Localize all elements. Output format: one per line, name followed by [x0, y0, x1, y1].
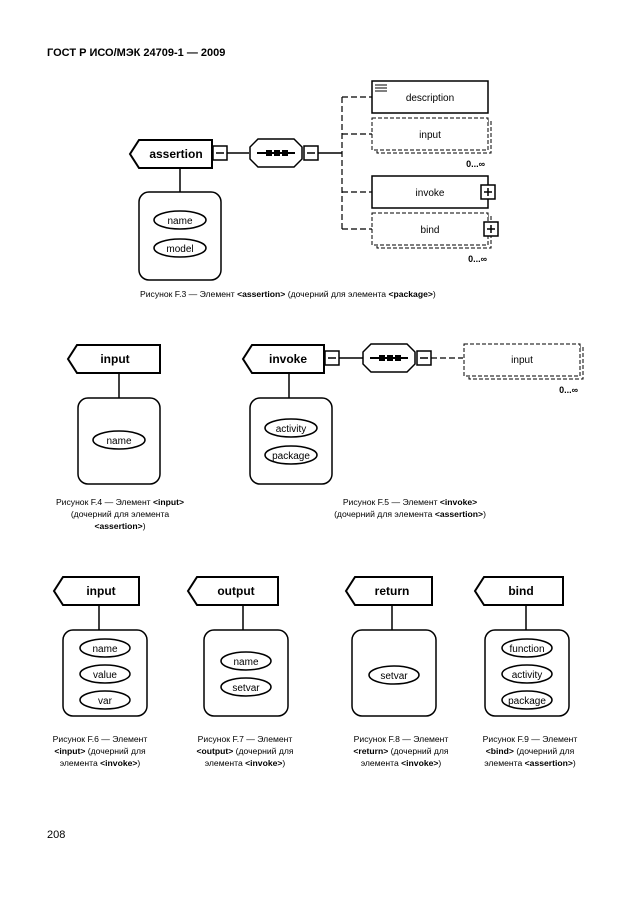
f6-attr-var: var	[98, 696, 113, 707]
bind-cardinality: 0...∞	[468, 254, 488, 264]
f7-element-label: output	[217, 584, 254, 598]
invoke-element-label: invoke	[416, 188, 445, 199]
attribute-name	[153, 210, 207, 230]
f6-attr-name: name	[92, 644, 117, 655]
figure-f3-caption: Рисунок F.3 — Элемент <assertion> (дочер…	[140, 289, 436, 299]
f7-attr-name: name	[233, 657, 258, 668]
figure-f7-caption: Рисунок F.7 — Элемент <output> (дочерний…	[196, 734, 294, 768]
assertion-attributes-box	[138, 191, 222, 281]
f5-attr-activity: activity	[276, 424, 307, 435]
f9-attr-function: function	[509, 644, 544, 655]
f8-attr-setvar: setvar	[380, 671, 408, 682]
page-number: 208	[47, 829, 66, 841]
f9-element-label: bind	[508, 584, 533, 598]
attribute-model	[153, 238, 207, 258]
figure-f3-diagram: assertion description input 0...∞ invoke	[128, 80, 499, 281]
figure-f7-diagram: output name setvar	[186, 576, 289, 717]
attribute-name-label: name	[167, 216, 192, 227]
input-element-box	[371, 117, 489, 151]
f9-attr-activity: activity	[512, 670, 543, 681]
figure-f9-caption: Рисунок F.9 — Элемент <bind> (дочерний д…	[482, 734, 578, 768]
f9-attr-package: package	[508, 696, 546, 707]
description-element-label: description	[406, 93, 454, 104]
attribute-model-label: model	[166, 244, 193, 255]
assertion-element-box	[128, 139, 213, 169]
figure-f5-diagram: invoke input 0...∞ activity package	[241, 343, 584, 485]
bind-element-box	[371, 212, 489, 246]
figure-f8-caption: Рисунок F.8 — Элемент <return> (дочерний…	[353, 734, 449, 768]
f8-element-label: return	[375, 584, 410, 598]
f4-element-label: input	[100, 352, 129, 366]
f6-attr-value: value	[93, 670, 117, 681]
figure-f5-caption: Рисунок F.5 — Элемент <invoke> (дочерний…	[334, 497, 486, 519]
assertion-element-label: assertion	[149, 147, 202, 161]
figure-f6-caption: Рисунок F.6 — Элемент <input> (дочерний …	[52, 734, 148, 768]
f4-attr-name: name	[106, 436, 131, 447]
figure-f8-diagram: return setvar	[344, 576, 437, 717]
figure-f4-diagram: input name	[66, 344, 161, 485]
f5-child-input-label: input	[511, 355, 533, 366]
f5-element-label: invoke	[269, 352, 307, 366]
document-header: ГОСТ Р ИСО/МЭК 24709-1 — 2009	[47, 47, 226, 59]
f5-attr-package: package	[272, 451, 310, 462]
figure-f6-diagram: input name value var	[52, 576, 148, 717]
f5-cardinality: 0...∞	[559, 385, 579, 395]
input-cardinality: 0...∞	[466, 159, 486, 169]
f7-attr-setvar: setvar	[232, 683, 260, 694]
input-element-label: input	[419, 130, 441, 141]
figure-f9-diagram: bind function activity package	[473, 576, 570, 717]
bind-element-label: bind	[421, 225, 440, 236]
figure-f4-caption: Рисунок F.4 — Элемент <input> (дочерний …	[55, 497, 185, 531]
description-element-box	[371, 80, 489, 114]
f6-element-label: input	[86, 584, 115, 598]
